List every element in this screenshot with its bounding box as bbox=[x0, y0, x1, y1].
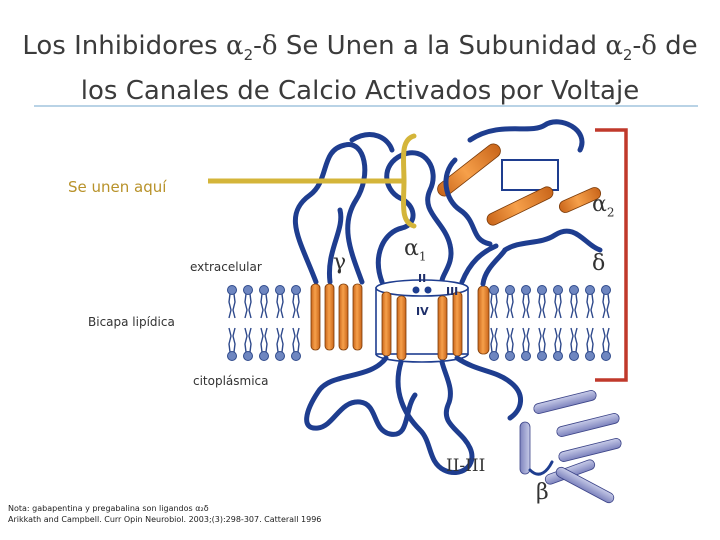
alpha1-pore bbox=[375, 279, 469, 363]
alpha1-cytoplasmic-loops bbox=[304, 355, 523, 475]
cytoplasmic-label: citoplásmica bbox=[193, 374, 269, 388]
delta-subunit bbox=[477, 247, 508, 355]
alpha1-label: α1 bbox=[404, 236, 427, 264]
footnote-line-2: Arikkath and Campbell. Curr Opin Neurobi… bbox=[8, 515, 322, 524]
alpha2-delta-bracket bbox=[595, 128, 628, 382]
slide-title: Los Inhibidores α2-δ Se Unen a la Subuni… bbox=[0, 28, 720, 109]
loop-II-III-label: II-III bbox=[446, 456, 486, 476]
extracellular-label: extracelular bbox=[190, 260, 262, 274]
footnote: Nota: gabapentina y pregabalina son liga… bbox=[8, 503, 321, 525]
domain-II-label: II bbox=[418, 272, 427, 285]
domain-III-label: III bbox=[446, 285, 459, 298]
title-line-1: Los Inhibidores α2-δ Se Unen a la Subuni… bbox=[22, 31, 698, 65]
beta-label: β bbox=[536, 480, 549, 505]
alpha2-subunit bbox=[437, 119, 603, 253]
beta-subunit bbox=[519, 390, 622, 504]
delta-label: δ bbox=[592, 251, 606, 276]
title-divider bbox=[34, 105, 698, 107]
title-line-2: los Canales de Calcio Activados por Volt… bbox=[80, 76, 640, 107]
alpha2-label: α2 bbox=[592, 192, 615, 220]
binding-site-marker bbox=[208, 133, 417, 229]
bilayer-label: Bicapa lipídica bbox=[88, 315, 175, 329]
binding-site-label: Se unen aquí bbox=[68, 178, 167, 196]
domain-IV-label: IV bbox=[416, 305, 429, 318]
gamma-label: γ bbox=[333, 250, 347, 275]
gamma-subunit bbox=[292, 142, 368, 351]
footnote-line-1: Nota: gabapentina y pregabalina son liga… bbox=[8, 504, 209, 513]
